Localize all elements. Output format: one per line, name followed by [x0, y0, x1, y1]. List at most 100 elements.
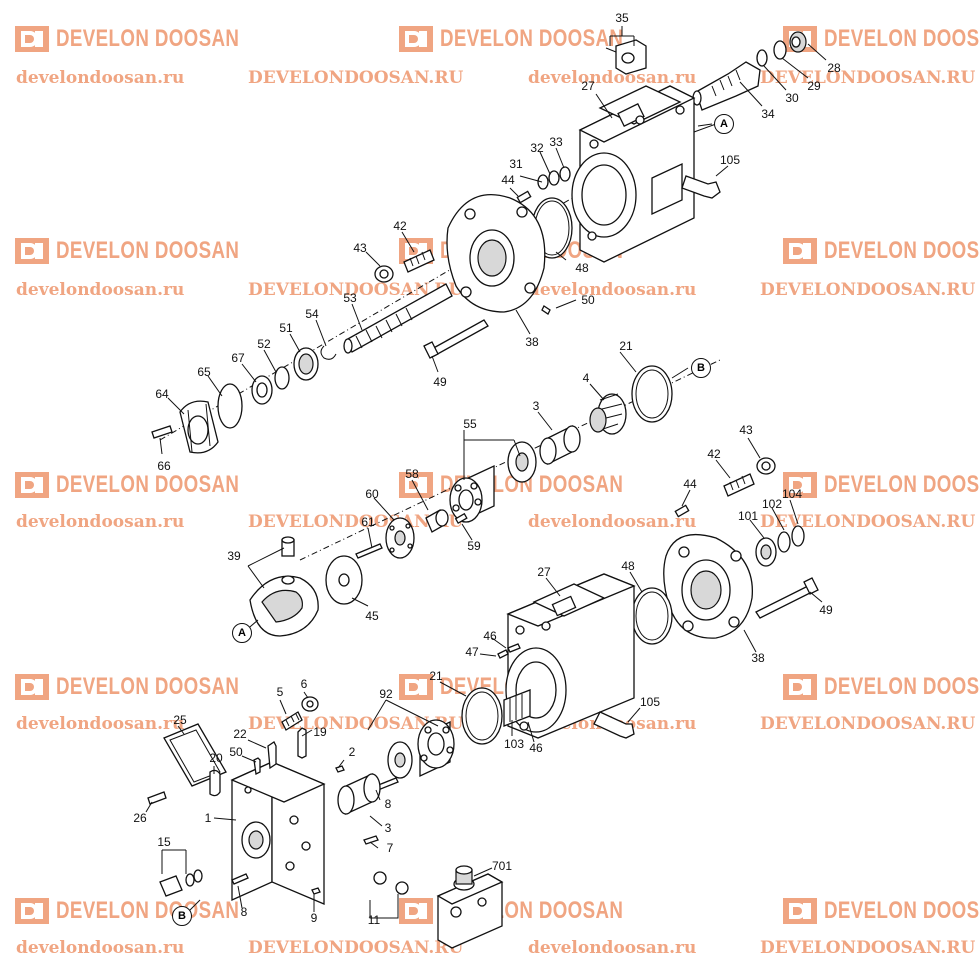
callout-number: 49	[433, 375, 447, 389]
callout-number: 2	[348, 745, 356, 759]
part-65-o-ring	[217, 383, 243, 429]
callout-number: 3	[532, 399, 540, 413]
part-67-spacer	[251, 375, 273, 405]
part-66-bolt	[151, 425, 173, 439]
callout-number: 1	[204, 811, 212, 825]
part-61-pin	[355, 543, 383, 559]
part-35-block	[605, 39, 647, 75]
part-28-plug	[789, 31, 807, 53]
callout-number: 92	[379, 687, 393, 701]
callout-number: 61	[361, 515, 375, 529]
callout-number: 50	[229, 745, 243, 759]
callout-number: 38	[525, 335, 539, 349]
callout-number: 11	[367, 913, 381, 927]
callout-number: 20	[209, 751, 223, 765]
part-19-plug	[297, 727, 307, 759]
callout-number: 59	[467, 539, 481, 553]
callout-number: 22	[233, 727, 247, 741]
reference-circle-b: B	[691, 358, 711, 378]
part-4-gear	[589, 393, 627, 435]
part-46-pin	[507, 643, 521, 653]
part-701-solenoid-valve	[436, 865, 504, 949]
callout-number: 52	[257, 337, 271, 351]
callout-number: 7	[386, 841, 394, 855]
part-49-bolt-right	[755, 577, 819, 619]
callout-number: 15	[157, 835, 171, 849]
part-38-valve-cover-right	[663, 534, 753, 639]
part-27-casing-bottom	[505, 573, 636, 739]
callout-number: 105	[719, 153, 741, 167]
part-25-cover-plate	[163, 723, 227, 787]
callout-number: 105	[639, 695, 661, 709]
callout-number: 3	[384, 821, 392, 835]
part-33-ring	[559, 166, 571, 182]
part-52-ring	[274, 366, 290, 390]
part-11-plug-set	[373, 871, 409, 895]
part-64-cover	[179, 400, 219, 454]
callout-number: 49	[819, 603, 833, 617]
callout-number: 6	[300, 677, 308, 691]
part-50-pin	[541, 305, 551, 315]
callout-number: 33	[549, 135, 563, 149]
callout-number: 34	[761, 107, 775, 121]
callout-number: 58	[405, 467, 419, 481]
callout-number: 60	[365, 487, 379, 501]
callout-number: 19	[313, 725, 327, 739]
callout-number: 55	[463, 417, 477, 431]
callout-number: 42	[393, 219, 407, 233]
part-5-spring	[281, 711, 303, 731]
callout-number: 32	[530, 141, 544, 155]
callout-number: 46	[529, 741, 543, 755]
part-21-o-ring-bottom	[461, 687, 503, 745]
part-44-pin-right	[674, 504, 690, 518]
part-15-plug	[159, 869, 203, 897]
callout-number: 5	[276, 685, 284, 699]
part-59-pin	[454, 512, 468, 524]
part-32-ring	[548, 170, 560, 186]
part-1-valve-block	[230, 741, 326, 905]
part-21-o-ring	[631, 365, 673, 423]
part-49-bolt	[423, 319, 489, 359]
part-20-o-ring	[209, 769, 221, 797]
callout-number: 53	[343, 291, 357, 305]
part-48-o-ring-mid	[631, 587, 673, 645]
part-105-bolt-bottom	[593, 711, 635, 739]
callout-number: 8	[384, 797, 392, 811]
callout-number: 27	[537, 565, 551, 579]
callout-number: 45	[365, 609, 379, 623]
part-29-ring	[773, 40, 787, 60]
part-53-shaft	[343, 283, 453, 354]
part-105-bolt	[681, 175, 721, 199]
reference-circle-a: A	[232, 623, 252, 643]
part-102-ring	[777, 531, 791, 553]
part-47-pin	[497, 649, 509, 659]
callout-number: 67	[231, 351, 245, 365]
part-3-needle-bearing	[539, 424, 581, 466]
part-27-casing-top	[571, 85, 696, 263]
part-55-cylinder-assembly	[449, 441, 537, 523]
part-9-plug	[311, 887, 321, 895]
callout-number: 25	[173, 713, 187, 727]
part-43-nut-right	[756, 457, 776, 475]
callout-number: 21	[619, 339, 633, 353]
part-43-nut	[374, 265, 394, 283]
callout-number: 103	[503, 737, 525, 751]
reference-circle-a: A	[714, 114, 734, 134]
callout-number: 8	[240, 905, 248, 919]
part-92-cylinder-assembly	[387, 719, 455, 779]
part-42-stopper	[403, 249, 435, 273]
part-39-swash-plate	[249, 536, 319, 637]
part-45-plate	[325, 555, 363, 605]
part-6-nut	[301, 696, 319, 712]
callout-number: 46	[483, 629, 497, 643]
callout-number: 38	[751, 651, 765, 665]
callout-number: 43	[739, 423, 753, 437]
callout-number: 4	[582, 371, 590, 385]
part-2-plug	[335, 765, 345, 773]
callout-number: 35	[615, 11, 629, 25]
callout-number: 29	[807, 79, 821, 93]
callout-number: 26	[133, 811, 147, 825]
part-104-ring	[791, 525, 805, 547]
